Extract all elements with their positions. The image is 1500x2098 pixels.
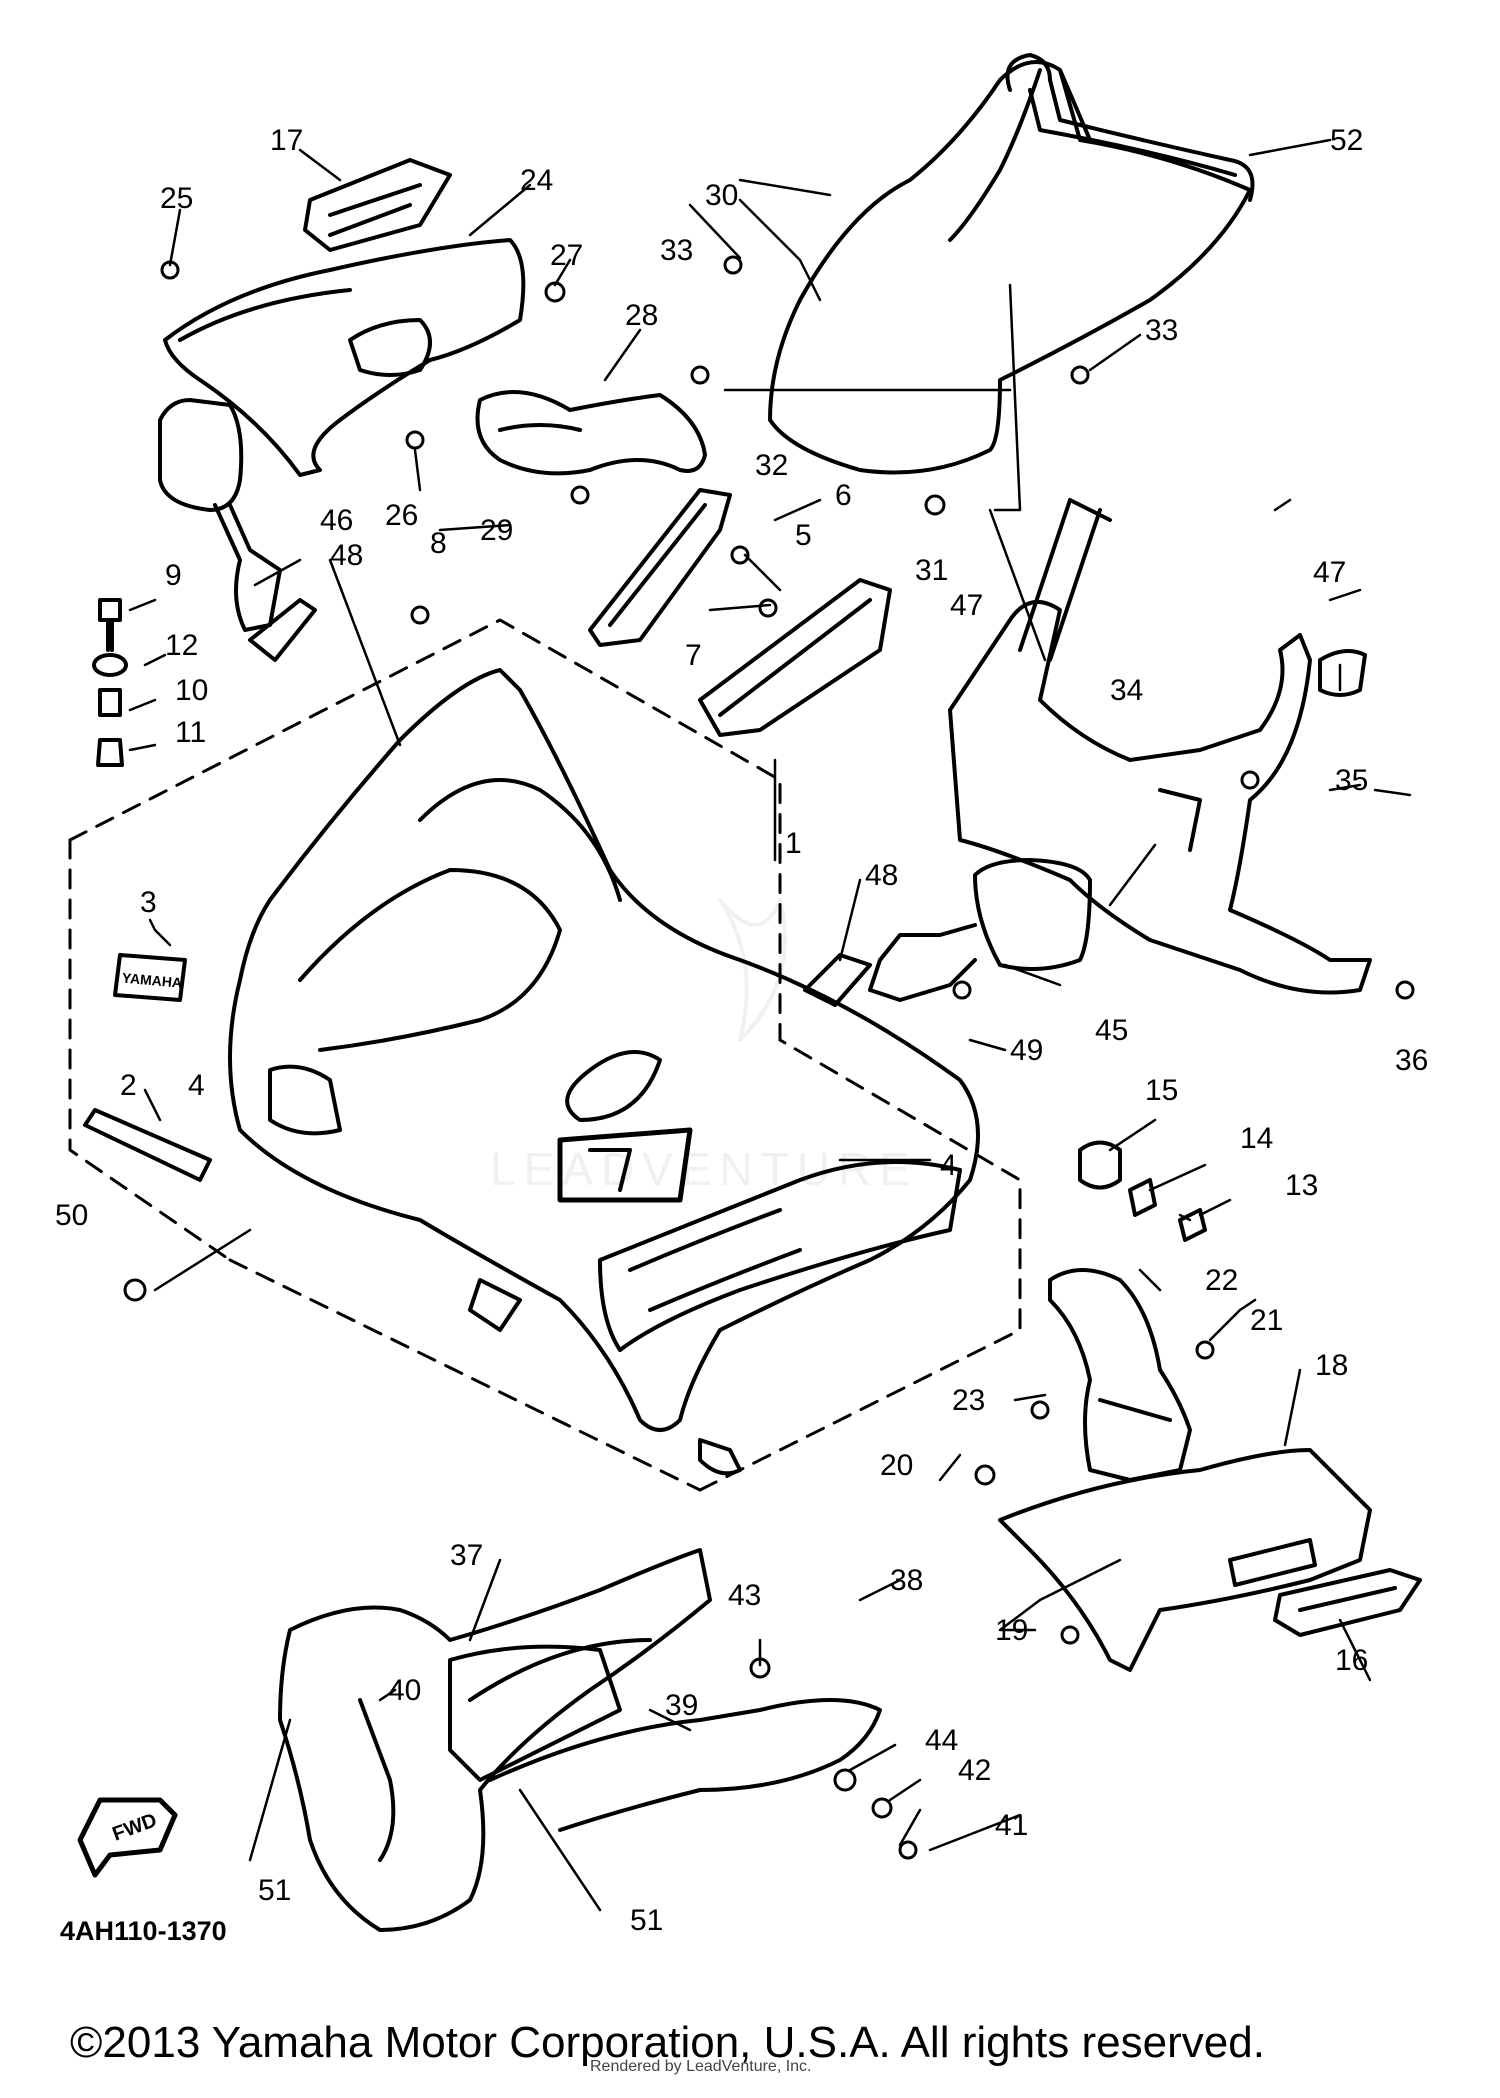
callout-16: 16 [1335, 1644, 1368, 1677]
callout-46: 46 [320, 504, 353, 537]
callout-7: 7 [685, 639, 702, 672]
fasteners [123, 255, 1415, 1860]
side-emblem [83, 1108, 212, 1182]
cowling-stay [948, 498, 1372, 995]
svg-text:LEADVENTURE: LEADVENTURE [490, 1143, 918, 1195]
gasket-right [803, 953, 872, 1007]
under-cowl-left [278, 1548, 882, 1932]
callout-25: 25 [160, 182, 193, 215]
callout-8: 8 [430, 527, 447, 560]
callout-47a: 47 [950, 589, 983, 622]
rendered-by-note: Rendered by LeadVenture, Inc. [590, 2058, 812, 2075]
callout-32: 32 [755, 449, 788, 482]
callout-35: 35 [1335, 764, 1368, 797]
callout-48b: 48 [865, 859, 898, 892]
callout-20: 20 [880, 1449, 913, 1482]
callout-43: 43 [728, 1579, 761, 1612]
callout-45: 45 [1095, 1014, 1128, 1047]
callout-1: 1 [785, 827, 802, 860]
callout-labels: 1 2 3 4 4 5 6 7 8 9 10 11 12 13 14 15 16… [55, 124, 1428, 1937]
callout-12: 12 [165, 629, 198, 662]
callout-3: 3 [140, 886, 157, 919]
callout-10: 10 [175, 674, 208, 707]
under-cowl-right [998, 1448, 1372, 1672]
callout-2: 2 [120, 1069, 137, 1102]
side-trim [588, 488, 732, 647]
callout-24: 24 [520, 164, 553, 197]
callout-39: 39 [665, 1689, 698, 1722]
gasket-left [248, 598, 317, 662]
callout-23: 23 [952, 1384, 985, 1417]
callout-15: 15 [1145, 1074, 1178, 1107]
callout-30: 30 [705, 179, 738, 212]
main-cowling [228, 668, 980, 1476]
callout-41: 41 [995, 1809, 1028, 1842]
callout-21: 21 [1250, 1304, 1283, 1337]
callout-9: 9 [165, 559, 182, 592]
callout-11: 11 [175, 716, 206, 749]
side-trim-lower [698, 578, 892, 737]
callout-33b: 33 [1145, 314, 1178, 347]
callout-19: 19 [995, 1614, 1028, 1647]
callout-36: 36 [1395, 1044, 1428, 1077]
callout-6: 6 [835, 479, 852, 512]
callout-14: 14 [1240, 1122, 1273, 1155]
callout-28: 28 [625, 299, 658, 332]
panel-cover [303, 158, 452, 252]
diagram-part-code: 4AH110-1370 [60, 1916, 227, 1946]
callout-31: 31 [915, 554, 948, 587]
grommet-set [1078, 1140, 1207, 1242]
leader-lines [128, 138, 1412, 1912]
callout-5: 5 [795, 519, 812, 552]
callout-51a: 51 [258, 1874, 291, 1907]
callout-49: 49 [1010, 1034, 1043, 1067]
callout-50: 50 [55, 1199, 88, 1232]
fwd-arrow-icon: FWD [77, 1797, 178, 1878]
callout-27: 27 [550, 239, 583, 272]
cowling-inner-edge [418, 778, 622, 902]
mirror-right [868, 858, 1092, 1002]
inner-panel [163, 238, 526, 477]
mirror-left [158, 398, 282, 632]
callout-48a: 48 [330, 539, 363, 572]
callout-26: 26 [385, 499, 418, 532]
air-duct [475, 390, 707, 476]
callout-40: 40 [388, 1674, 421, 1707]
callout-13: 13 [1285, 1169, 1318, 1202]
yamaha-emblem: YAMAHA [113, 953, 187, 1002]
windscreen [768, 60, 1252, 475]
callout-47b: 47 [1313, 556, 1346, 589]
callout-37: 37 [450, 1539, 483, 1572]
callout-51b: 51 [630, 1904, 663, 1937]
callout-34: 34 [1110, 674, 1143, 707]
callout-52: 52 [1330, 124, 1363, 157]
callout-38: 38 [890, 1564, 923, 1597]
callout-18: 18 [1315, 1349, 1348, 1382]
callout-22: 22 [1205, 1264, 1238, 1297]
callout-4a: 4 [188, 1069, 205, 1102]
windscreen-trim [1005, 53, 1255, 202]
lower-plate [1273, 1568, 1422, 1637]
fastener-stack [92, 598, 128, 767]
svg-text:YAMAHA: YAMAHA [121, 970, 182, 991]
svg-text:FWD: FWD [110, 1809, 160, 1845]
lower-duct [1048, 1268, 1192, 1482]
assembly-outline [68, 618, 1022, 1492]
callout-44: 44 [925, 1724, 958, 1757]
callout-42: 42 [958, 1754, 991, 1787]
callout-17: 17 [270, 124, 303, 157]
callout-29: 29 [480, 514, 513, 547]
copyright-notice: ©2013 Yamaha Motor Corporation, U.S.A. A… [70, 2018, 1265, 2067]
callout-4b: 4 [940, 1149, 957, 1182]
mirror-cover [1318, 649, 1367, 697]
callout-33a: 33 [660, 234, 693, 267]
insulator-mat [448, 1644, 622, 1782]
